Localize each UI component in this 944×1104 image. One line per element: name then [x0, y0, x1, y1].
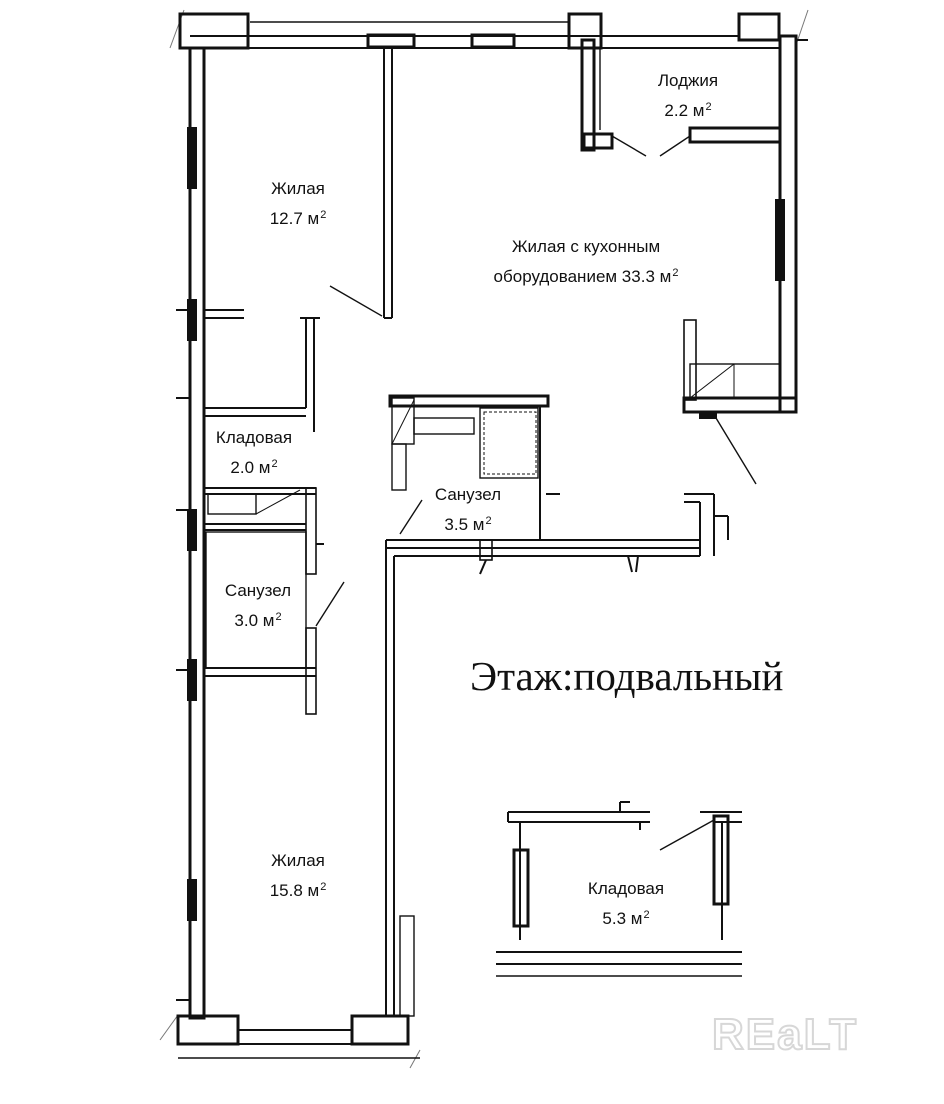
room-storage-2-area: 5.3 м: [602, 909, 643, 928]
room-loggia: Лоджия 2.2 м2: [628, 68, 748, 124]
room-living-1: Жилая 12.7 м2: [238, 176, 358, 232]
right-wall-stub: [684, 493, 729, 556]
room-storage-2-name: Кладовая: [587, 879, 665, 898]
area-unit-power: 2: [320, 881, 327, 893]
room-storage-1-area: 2.0 м: [230, 458, 271, 477]
room-loggia-name: Лоджия: [657, 71, 719, 90]
left-wall: [176, 46, 206, 1020]
area-unit-power: 2: [271, 458, 278, 470]
corridor-wall: [385, 539, 700, 1017]
room-living-2: Жилая 15.8 м2: [238, 848, 358, 904]
room-bathroom-1-name: Санузел: [434, 485, 502, 504]
room-living-kitchen-name: Жилая с кухонным: [511, 237, 661, 256]
area-unit-power: 2: [643, 909, 650, 921]
room-living-2-name: Жилая: [271, 851, 325, 870]
room-living-2-area: 15.8 м: [269, 881, 320, 900]
storage-53-walls: [496, 801, 742, 977]
loggia-walls: [580, 34, 808, 485]
room-living-1-name: Жилая: [271, 179, 325, 198]
floor-label: Этаж:подвальный: [470, 653, 784, 699]
bottom-wall: [176, 1014, 420, 1059]
room-loggia-area: 2.2 м: [664, 101, 705, 120]
room-living-kitchen-area: оборудованием 33.3 м: [493, 267, 672, 286]
room-bathroom-2: Санузел 3.0 м2: [198, 578, 318, 634]
room-storage-2: Кладовая 5.3 м2: [566, 876, 686, 932]
room-living-kitchen: Жилая с кухонным оборудованием 33.3 м2: [466, 234, 706, 290]
bathroom-core: [386, 394, 700, 549]
room-bathroom-2-name: Санузел: [224, 581, 292, 600]
interior-wall-upper: [204, 48, 393, 432]
room-bathroom-1-area: 3.5 м: [444, 515, 485, 534]
area-unit-power: 2: [672, 267, 679, 279]
room-storage-1-name: Кладовая: [215, 428, 293, 447]
room-storage-1: Кладовая 2.0 м2: [194, 425, 314, 481]
room-living-1-area: 12.7 м: [269, 209, 320, 228]
realt-watermark-logo: REaLT: [711, 1009, 859, 1060]
area-unit-power: 2: [275, 611, 282, 623]
area-unit-power: 2: [705, 101, 712, 113]
room-bathroom-1: Санузел 3.5 м2: [408, 482, 528, 538]
room-bathroom-2-area: 3.0 м: [234, 611, 275, 630]
area-unit-power: 2: [320, 209, 327, 221]
top-wall: [178, 12, 796, 50]
interior-wall-middle: [204, 487, 345, 715]
area-unit-power: 2: [485, 515, 492, 527]
